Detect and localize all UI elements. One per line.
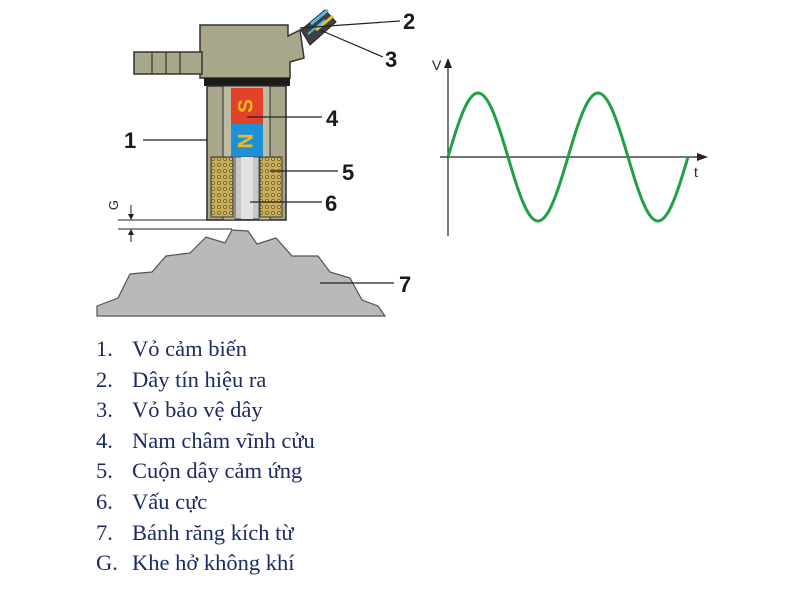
x-axis-label: t [694,164,698,180]
callout-1: 1 [124,128,136,153]
legend-item: 2.Dây tín hiệu ra [96,366,267,392]
parts-legend: 1.Vỏ cảm biến 2.Dây tín hiệu ra 3.Vỏ bảo… [96,334,315,579]
output-sine-wave [446,91,690,223]
sensor-connector [199,24,305,79]
legend-item: 7.Bánh răng kích từ [96,519,294,545]
sensor-collar [204,78,290,86]
connector-nozzle [133,51,203,75]
y-axis-arrow [444,58,452,68]
y-axis-label: V [432,57,442,73]
callout-3: 3 [385,47,397,72]
x-axis-arrow [697,153,708,161]
legend-item: 5.Cuộn dây cảm ứng [96,458,303,484]
coil-right [259,156,283,218]
legend-item: G.Khe hở không khí [96,550,295,576]
magnet-south-label: S [235,99,258,113]
callout-6: 6 [325,191,337,216]
legend-item: 1.Vỏ cảm biến [96,336,247,361]
legend-item: 3.Vỏ bảo vệ dây [96,397,263,423]
callout-7: 7 [399,272,411,297]
magnet-south-pole [231,88,263,124]
voltage-graph: V t [432,57,708,236]
coil-left [210,156,234,218]
air-gap-label: G [106,200,121,210]
legend-item: 6.Vấu cực [96,488,208,514]
legend-item: 4.Nam châm vĩnh cửu [96,427,315,453]
callout-2: 2 [403,9,415,34]
callout-5: 5 [342,160,354,185]
callout-4: 4 [326,106,339,131]
sensor-diagram: S N G 2 3 1 4 5 6 7 V t [96,8,708,317]
magnet-north-label: N [235,133,258,148]
magnet-north-pole [231,124,263,157]
trigger-wheel [96,229,387,317]
